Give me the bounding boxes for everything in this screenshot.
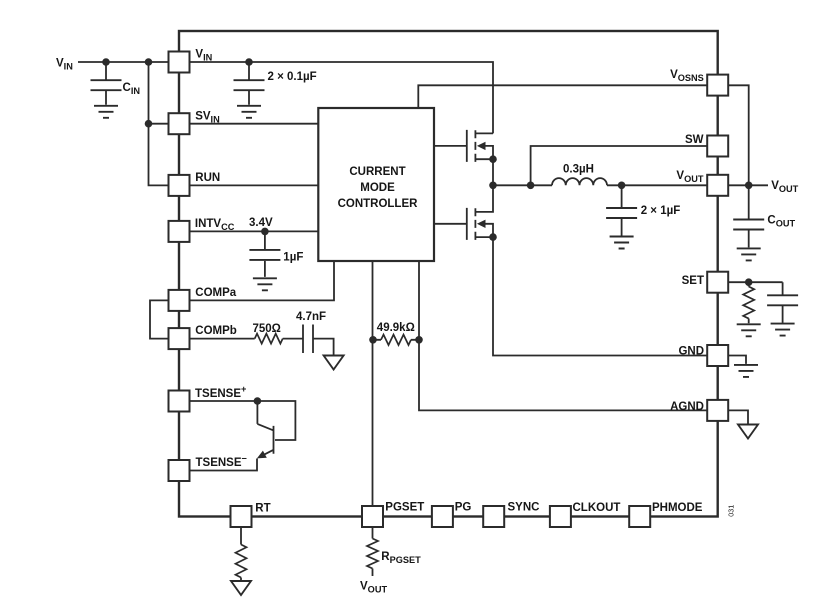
svg-text:SET: SET <box>682 275 704 287</box>
svg-text:VIN: VIN <box>56 58 73 72</box>
svg-text:AGND: AGND <box>670 401 704 413</box>
svg-text:VOUT: VOUT <box>360 581 387 595</box>
svg-text:031: 031 <box>727 505 736 517</box>
svg-text:VOUT: VOUT <box>676 170 703 184</box>
svg-text:CLKOUT: CLKOUT <box>573 502 621 514</box>
svg-text:PHMODE: PHMODE <box>652 502 703 514</box>
svg-text:COMPa: COMPa <box>195 287 237 299</box>
svg-text:1µF: 1µF <box>283 251 303 263</box>
svg-text:0.3µH: 0.3µH <box>563 164 594 176</box>
svg-text:VOSNS: VOSNS <box>670 69 704 83</box>
svg-text:2 × 1µF: 2 × 1µF <box>641 205 681 217</box>
svg-text:GND: GND <box>678 346 704 358</box>
svg-text:750Ω: 750Ω <box>253 323 281 335</box>
svg-text:SW: SW <box>685 134 704 146</box>
svg-text:RT: RT <box>255 502 270 514</box>
svg-text:RUN: RUN <box>195 172 220 184</box>
svg-text:CONTROLLER: CONTROLLER <box>338 198 419 210</box>
svg-text:PG: PG <box>455 502 472 514</box>
svg-text:CURRENT: CURRENT <box>349 166 405 178</box>
svg-text:SYNC: SYNC <box>508 502 540 514</box>
svg-text:INTVCC: INTVCC <box>195 218 235 232</box>
svg-text:2 × 0.1µF: 2 × 0.1µF <box>268 71 317 83</box>
svg-text:PGSET: PGSET <box>385 502 424 514</box>
svg-text:MODE: MODE <box>360 182 395 194</box>
svg-text:COUT: COUT <box>767 215 795 229</box>
svg-text:TSENSE+: TSENSE+ <box>195 384 246 400</box>
svg-text:RPGSET: RPGSET <box>381 551 421 565</box>
svg-text:TSENSE−: TSENSE− <box>196 454 247 470</box>
svg-text:VOUT: VOUT <box>771 180 798 194</box>
svg-text:SVIN: SVIN <box>195 111 220 125</box>
svg-text:49.9kΩ: 49.9kΩ <box>377 322 415 334</box>
svg-text:CIN: CIN <box>123 82 141 96</box>
svg-text:COMPb: COMPb <box>195 325 237 337</box>
svg-text:VIN: VIN <box>195 49 212 63</box>
svg-text:4.7nF: 4.7nF <box>296 311 326 323</box>
svg-text:3.4V: 3.4V <box>249 217 273 229</box>
